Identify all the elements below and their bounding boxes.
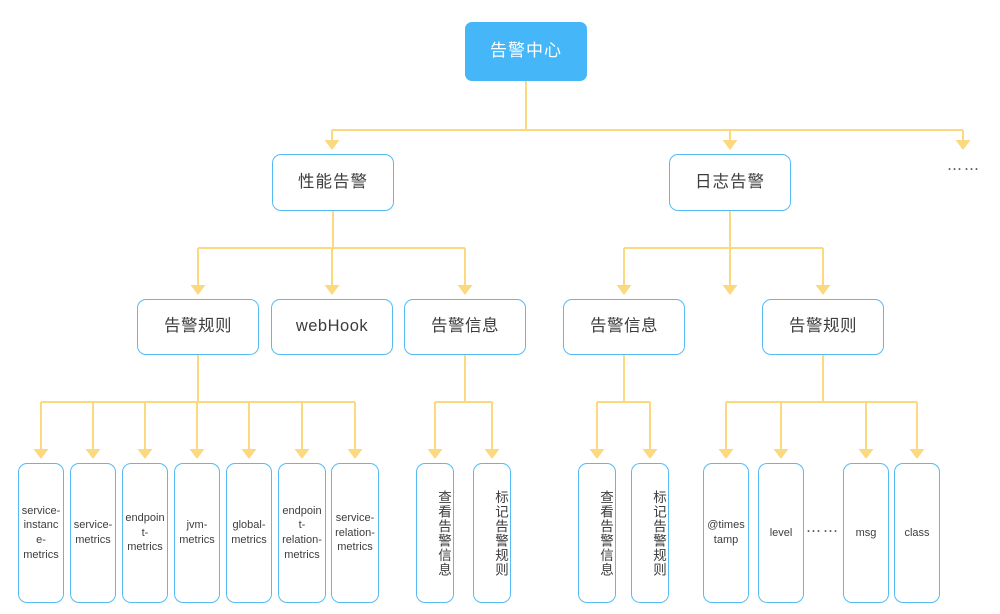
node-label-root: 告警中心	[490, 41, 562, 61]
node-label-f1: @timestamp	[707, 519, 745, 546]
node-p2[interactable]: 标记告警规则	[473, 463, 511, 603]
edge-group-log-info-bus	[589, 355, 658, 459]
node-label-m2: service-metrics	[73, 519, 113, 546]
leaf-ellipsis: ……	[806, 518, 840, 536]
node-label-perf-hook: webHook	[295, 317, 369, 336]
node-label-l2: 标记告警规则	[651, 489, 666, 577]
node-label-perf: 性能告警	[298, 172, 368, 191]
node-l2[interactable]: 标记告警规则	[631, 463, 669, 603]
node-label-m7: service-relation-metrics	[335, 512, 375, 554]
node-label-f3: msg	[855, 526, 877, 539]
node-m1[interactable]: service-instance-metrics	[18, 463, 64, 603]
node-label-log-rule: 告警规则	[789, 317, 857, 336]
node-f2[interactable]: level	[758, 463, 804, 603]
node-label-p1: 查看告警信息	[436, 489, 451, 577]
node-perf-info[interactable]: 告警信息	[404, 299, 526, 355]
node-m6[interactable]: endpoint-relation-metrics	[278, 463, 326, 603]
top-ellipsis: ……	[947, 156, 981, 174]
node-label-m6: endpoint-relation-metrics	[282, 504, 322, 561]
node-label-l1: 查看告警信息	[598, 489, 613, 577]
node-m5[interactable]: global-metrics	[226, 463, 272, 603]
node-label-f2: level	[769, 526, 793, 539]
edge-group-perf-rule-bus	[33, 355, 363, 459]
node-perf-rule[interactable]: 告警规则	[137, 299, 259, 355]
node-label-m5: global-metrics	[231, 519, 267, 546]
node-m3[interactable]: endpoint-metrics	[122, 463, 168, 603]
node-root[interactable]: 告警中心	[465, 22, 587, 81]
node-label-m1: service-instance-metrics	[21, 504, 61, 561]
node-label-m4: jvm-metrics	[179, 519, 215, 546]
node-log[interactable]: 日志告警	[669, 154, 791, 211]
node-f3[interactable]: msg	[843, 463, 889, 603]
edge-group-perf-info-bus	[427, 355, 500, 459]
node-label-m3: endpoint-metrics	[125, 512, 165, 554]
node-m7[interactable]: service-relation-metrics	[331, 463, 379, 603]
node-p1[interactable]: 查看告警信息	[416, 463, 454, 603]
node-perf[interactable]: 性能告警	[272, 154, 394, 211]
node-perf-hook[interactable]: webHook	[271, 299, 393, 355]
node-l1[interactable]: 查看告警信息	[578, 463, 616, 603]
node-label-perf-info: 告警信息	[431, 317, 499, 336]
node-label-perf-rule: 告警规则	[164, 317, 232, 336]
node-label-f4: class	[904, 526, 930, 539]
edge-group-log-rule-bus	[718, 355, 925, 459]
node-log-rule[interactable]: 告警规则	[762, 299, 884, 355]
edge-group-perf-bus	[190, 211, 473, 295]
node-log-info[interactable]: 告警信息	[563, 299, 685, 355]
node-m4[interactable]: jvm-metrics	[174, 463, 220, 603]
edge-group-log-bus	[616, 211, 831, 295]
node-f1[interactable]: @timestamp	[703, 463, 749, 603]
node-label-log-info: 告警信息	[590, 317, 658, 336]
node-label-p2: 标记告警规则	[493, 489, 508, 577]
node-label-log: 日志告警	[695, 172, 765, 191]
node-m2[interactable]: service-metrics	[70, 463, 116, 603]
node-f4[interactable]: class	[894, 463, 940, 603]
edge-group-root-bus	[324, 81, 971, 150]
